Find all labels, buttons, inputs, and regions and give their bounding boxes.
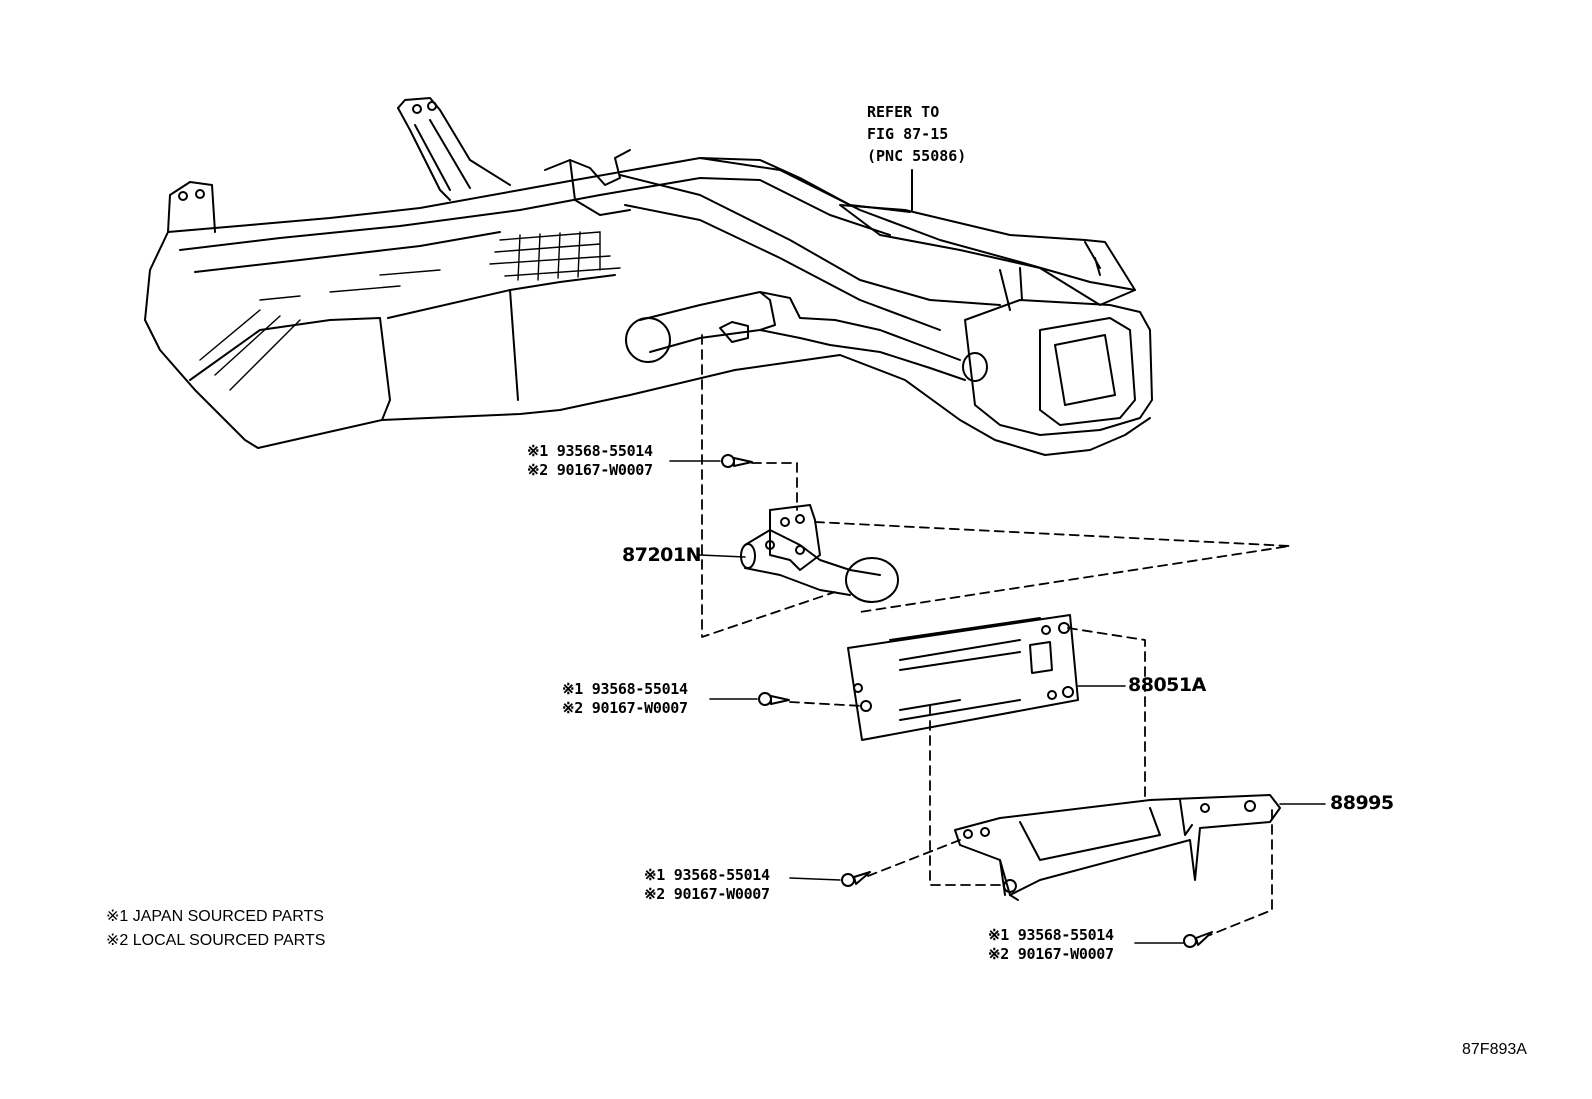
assembly-dashed-lines [701,334,1291,936]
legend-note-2: ※2 LOCAL SOURCED PARTS [106,932,326,949]
screw-label-4-line2: ※2 90167-W0007 [988,945,1114,963]
screw-label-2-line2: ※2 90167-W0007 [562,699,688,717]
refer-to-line3: (PNC 55086) [867,147,967,165]
screw-label-1: ※1 93568-55014 ※2 90167-W0007 [527,442,653,480]
screw-label-4: ※1 93568-55014 ※2 90167-W0007 [988,926,1114,964]
label-leader-lines [669,460,1326,944]
bracket-plate-88051a-drawing [847,614,1079,741]
screw-label-3-line1: ※1 93568-55014 [644,866,770,884]
screw-label-2: ※1 93568-55014 ※2 90167-W0007 [562,680,688,718]
screw-1-drawing [721,454,753,468]
screw-label-3-line2: ※2 90167-W0007 [644,885,770,903]
screw-label-3: ※1 93568-55014 ※2 90167-W0007 [644,866,770,904]
part-number-88995: 88995 [1330,792,1394,814]
screw-4-drawing [1183,931,1213,948]
refer-to-note: REFER TO FIG 87-15 (PNC 55086) [867,101,966,167]
screw-label-4-line1: ※1 93568-55014 [988,926,1114,944]
sourcing-legend: ※1 JAPAN SOURCED PARTS ※2 LOCAL SOURCED … [106,905,325,953]
legend-note-1: ※1 JAPAN SOURCED PARTS [106,908,324,925]
refer-to-line2: FIG 87-15 [867,125,949,143]
part-number-88051a: 88051A [1128,674,1206,696]
refer-to-line1: REFER TO [867,103,940,121]
screw-label-1-line2: ※2 90167-W0007 [527,461,653,479]
screw-label-1-line1: ※1 93568-55014 [527,442,653,460]
part-number-87201n: 87201N [622,544,702,566]
screw-2-drawing [758,692,790,706]
screw-3-drawing [841,871,871,887]
bracket-arm-88995-drawing [954,794,1281,901]
figure-code: 87F893A [1462,1041,1527,1058]
sensor-87201n-drawing [740,504,899,603]
screw-label-2-line1: ※1 93568-55014 [562,680,688,698]
air-duct-assembly [144,97,1153,456]
